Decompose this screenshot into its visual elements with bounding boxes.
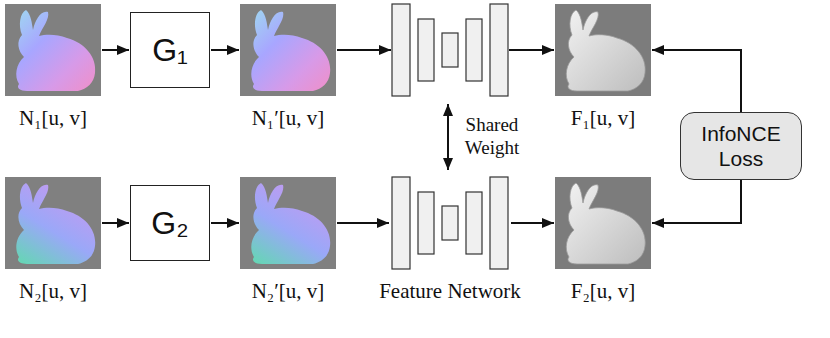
image-area — [390, 177, 510, 269]
caption-row: N₂′[u, v] — [240, 279, 336, 304]
image-bg — [5, 177, 101, 269]
connector-arrow — [102, 49, 129, 51]
generator-label: G₁ — [152, 32, 188, 69]
image-caption: N₂[u, v] — [19, 279, 87, 304]
image-caption: Feature Network — [379, 279, 521, 304]
arrow — [337, 49, 391, 51]
normal-map-bunny — [251, 10, 330, 91]
caption-row: Feature Network — [390, 279, 510, 304]
connector-arrow — [652, 50, 741, 112]
image-node: Feature Network — [390, 177, 510, 304]
caption-row: F₂[u, v] — [555, 279, 651, 304]
image-area — [240, 177, 336, 269]
image-node: N₂[u, v] — [5, 177, 101, 304]
image-node: N₁[u, v] — [5, 4, 101, 131]
process-box: G₂ — [130, 185, 210, 261]
feature-bunny — [566, 10, 645, 91]
network-bars — [392, 4, 508, 96]
image-bg — [240, 4, 336, 96]
shared-weight-label: Shared Weight — [456, 114, 528, 160]
connector-arrow — [337, 222, 389, 224]
image-caption: N₁[u, v] — [19, 106, 87, 131]
shared-weight-arrow — [447, 104, 449, 170]
image-bg — [555, 4, 651, 96]
connector-arrow — [102, 222, 129, 224]
image-area — [5, 177, 101, 269]
image-bg — [555, 177, 651, 269]
connector-arrow — [211, 222, 239, 224]
image-caption: N₂′[u, v] — [252, 279, 325, 304]
image-node: F₁[u, v] — [555, 4, 651, 131]
caption-row: N₁′[u, v] — [240, 106, 336, 131]
image-area — [555, 177, 651, 269]
image-area — [5, 4, 101, 96]
arrow — [509, 49, 554, 51]
caption-row: N₂[u, v] — [5, 279, 101, 304]
feature-bunny — [566, 183, 645, 264]
process-box: G₁ — [130, 12, 210, 88]
image-caption: F₁[u, v] — [571, 106, 636, 131]
loss-box: InfoNCE Loss — [680, 112, 802, 180]
image-node: N₁′[u, v] — [240, 4, 336, 131]
image-area — [555, 4, 651, 96]
image-caption: F₂[u, v] — [571, 279, 636, 304]
caption-row: N₁[u, v] — [5, 106, 101, 131]
connector-arrow — [652, 180, 741, 223]
loss-label: InfoNCE Loss — [693, 121, 789, 171]
generator-label: G₂ — [151, 205, 188, 242]
image-node: N₂′[u, v] — [240, 177, 336, 304]
image-bg — [5, 4, 101, 96]
image-area — [240, 4, 336, 96]
normal-map-bunny — [16, 183, 95, 264]
image-bg — [240, 177, 336, 269]
normal-map-bunny — [251, 183, 330, 264]
normal-map-bunny — [16, 10, 95, 91]
connector-arrow — [511, 222, 554, 224]
caption-row: F₁[u, v] — [555, 106, 651, 131]
network-bars — [392, 177, 508, 269]
image-node: F₂[u, v] — [555, 177, 651, 304]
image-caption: N₁′[u, v] — [252, 106, 325, 131]
connector-arrow — [211, 49, 239, 51]
